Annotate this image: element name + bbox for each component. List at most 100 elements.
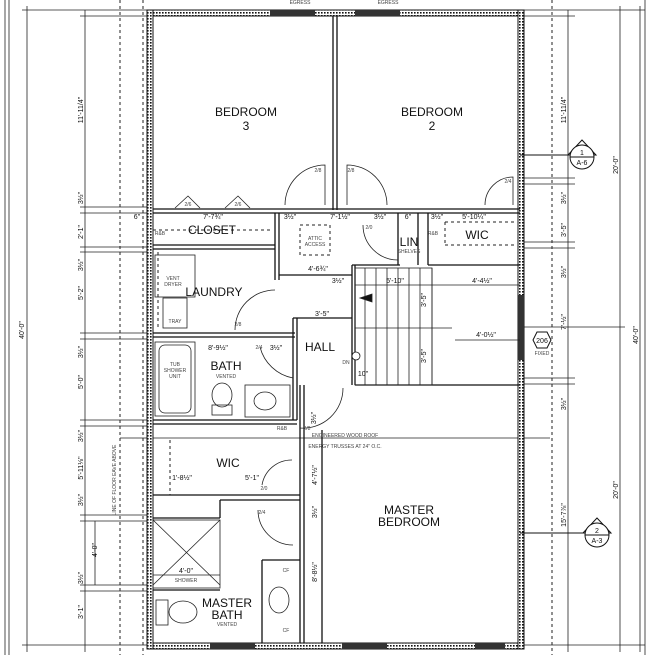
tub-label-1: TUB	[170, 362, 181, 368]
interior-dimensions: 7'-7¾" 3½" 7'-1½" 3½" 6" 3½" 5'-10¼" 6" …	[134, 213, 497, 582]
attic-label-1: ATTIC	[308, 236, 322, 242]
dim: 3½"	[332, 277, 345, 285]
dim: 11'-11/4"	[78, 96, 85, 123]
dim-total: 40'-0"	[633, 326, 640, 344]
vent-dryer-1: VENT	[166, 276, 179, 282]
linen-note: SHELVES	[398, 249, 421, 255]
room-hall: HALL	[305, 340, 335, 354]
room-bedroom-2: BEDROOM	[401, 105, 463, 119]
dim: 4'-0"	[92, 543, 99, 557]
dim: 3½"	[560, 397, 568, 410]
shower-label: SHOWER	[175, 578, 198, 584]
washer-tray	[162, 297, 188, 329]
dim: 3½"	[560, 191, 568, 204]
dim: 1'-8½"	[172, 474, 192, 482]
door-tag: 2/0	[261, 486, 268, 492]
dim: 4'-6¾"	[308, 266, 328, 273]
section-number: 1	[580, 150, 584, 157]
egress-note: EGRESS	[378, 0, 400, 6]
eave-note: LINE OF FLOOR EAVE ABOVE	[112, 444, 118, 515]
master-sink	[268, 586, 290, 614]
section-number: 2	[595, 528, 599, 535]
tub-label-2: SHOWER	[164, 368, 187, 374]
dim: 5'-1"	[245, 475, 259, 482]
dim: 8'-8½"	[311, 562, 319, 582]
shower	[152, 519, 221, 589]
exterior-walls	[146, 9, 525, 650]
bath-note: VENTED	[216, 374, 237, 380]
dim: 5'-10¼"	[462, 214, 486, 221]
room-wic-lower: WIC	[216, 456, 240, 470]
dim: 20'-0"	[613, 156, 620, 174]
roof-note-1: ENGINEERED WOOD ROOF	[312, 433, 378, 439]
roof-note-2: ENERGY TRUSSES AT 24" O.C.	[308, 444, 381, 450]
window	[355, 10, 400, 16]
dim: 7'-½"	[560, 314, 568, 330]
dim: 11'-11/4"	[561, 96, 568, 123]
door-tag: 2/8	[348, 168, 355, 174]
window-tag-number: 206	[536, 338, 548, 345]
room-master-bedroom-2: BEDROOM	[378, 515, 440, 529]
dim: 3½"	[311, 505, 319, 518]
section-sheet: A-3	[592, 538, 603, 545]
window-tag-type: FIXED	[535, 351, 550, 357]
stairs-down-label: DN	[342, 360, 350, 366]
door-tag: 2/6	[185, 202, 192, 208]
room-bath: BATH	[210, 359, 241, 373]
dim: 5'-0"	[78, 375, 85, 389]
attic-label-2: ACCESS	[305, 242, 326, 248]
dim: 3'-5"	[561, 223, 568, 237]
dim: 7'-7¾"	[203, 214, 223, 221]
window	[270, 10, 315, 16]
rb-note: R&B	[155, 231, 166, 237]
dryer	[154, 254, 196, 298]
vent-dryer-2: DRYER	[164, 282, 182, 288]
vanity	[244, 384, 291, 418]
cf-note: CF	[283, 628, 290, 634]
tray-label: TRAY	[169, 319, 183, 325]
room-bedroom-3-number: 3	[243, 119, 250, 133]
dim: 3½"	[77, 571, 85, 584]
dim: 4'-7½"	[311, 465, 319, 485]
section-marker-2[interactable]: 2 A-3	[520, 517, 613, 548]
left-dimensions: 40'-0" 11'-11/4" 3½" 2'-1" 3½" 5'-2" 3½"…	[19, 96, 99, 619]
dim: 3½"	[284, 213, 297, 221]
dim: 5'-2"	[78, 286, 85, 300]
dim: 5'-10"	[386, 278, 404, 285]
door-tags: 2/6 2/6 2/8 2/8 2/4 2/0 2/8 2/4 2/8 2/0 …	[185, 168, 512, 516]
window-tag[interactable]: 206 FIXED	[532, 331, 552, 357]
cf-note: CF	[283, 568, 290, 574]
room-master-bath-1: MASTER	[202, 596, 252, 610]
room-labels: BEDROOM 3 BEDROOM 2 CLOSET LIN SHELVES W…	[164, 105, 489, 628]
dimension-lines	[4, 0, 646, 655]
tub-label-3: UNIT	[169, 374, 181, 380]
master-toilet	[155, 599, 169, 626]
window	[475, 643, 505, 649]
room-linen: LIN	[400, 235, 419, 249]
section-sheet: A-6	[577, 160, 588, 167]
dim: 3½"	[77, 191, 85, 204]
dim: 2'-1"	[78, 225, 85, 239]
rb-note: R&B	[277, 426, 288, 432]
section-marker-1[interactable]: 1 A-6	[520, 139, 598, 170]
dim: 10"	[358, 371, 369, 378]
dim: 3½"	[77, 429, 85, 442]
room-bedroom-2-number: 2	[429, 119, 436, 133]
door-tag: 2/4	[505, 179, 512, 185]
door-tag: 2/8	[304, 426, 311, 432]
dim: 6"	[134, 214, 141, 221]
room-master-bath-2: BATH	[211, 608, 242, 622]
dim: 3½"	[77, 493, 85, 506]
door-tag: 2/0	[366, 225, 373, 231]
dim: 3½"	[431, 213, 444, 221]
right-dimensions: 11'-11/4" 3½" 3'-5" 3½" 7'-½" 3½" 15'-7⅞…	[560, 96, 640, 527]
stairs[interactable]	[351, 267, 520, 386]
dim: 4'-4½"	[472, 277, 492, 285]
interior-walls	[153, 16, 520, 643]
master-bath-note: VENTED	[217, 622, 238, 628]
room-laundry: LAUNDRY	[185, 285, 242, 299]
dim: 3'-5"	[421, 293, 428, 307]
door-tag: 2/4	[259, 510, 266, 516]
dim: 3½"	[310, 411, 318, 424]
